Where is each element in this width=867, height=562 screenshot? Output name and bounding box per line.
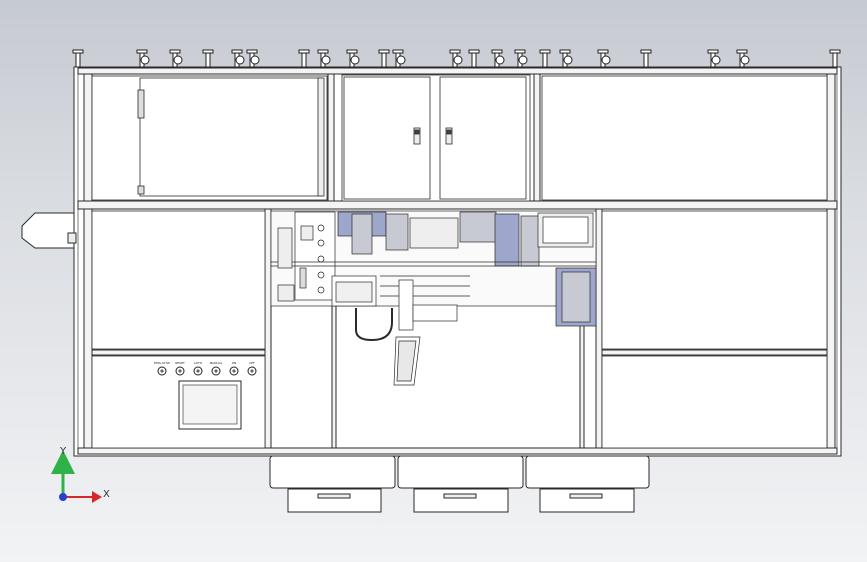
upper-left-cabinet — [91, 75, 328, 201]
y-axis-label: Y — [59, 446, 67, 457]
caster-wheel-icon — [246, 49, 260, 68]
door-handle-icon[interactable] — [413, 127, 421, 145]
panel-button-emg-stop[interactable]: EMG-STOP — [154, 361, 170, 376]
panel-button-off[interactable]: OFF — [247, 361, 257, 376]
leveling-foot-icon — [640, 49, 652, 68]
coordinate-triad: Y X — [51, 446, 110, 503]
leveling-foot-icon — [202, 49, 214, 68]
panel-button-auto[interactable]: AUTO — [193, 361, 203, 376]
control-panel: EMG-STOP RESET AUTO MANUAL ON OFF — [154, 361, 257, 430]
panel-button-label: RESET — [175, 361, 185, 365]
panel-button-reset[interactable]: RESET — [175, 361, 185, 376]
central-mechanism — [270, 210, 597, 386]
caster-wheel-icon — [514, 49, 528, 68]
bottom-bins — [269, 455, 650, 513]
leveling-foot-icon — [72, 49, 84, 68]
touch-screen-hmi-icon[interactable] — [178, 380, 242, 430]
panel-button-on[interactable]: ON — [229, 361, 239, 376]
leveling-foot-icon — [829, 49, 841, 68]
caster-wheel-icon — [597, 49, 611, 68]
panel-button-manual[interactable]: MANUAL — [210, 361, 223, 376]
caster-wheel-icon — [317, 49, 331, 68]
lower-panels — [91, 210, 828, 449]
caster-wheel-icon — [707, 49, 721, 68]
left-side-box — [21, 212, 77, 249]
leveling-foot-icon — [468, 49, 480, 68]
leveling-foot-icon — [539, 49, 551, 68]
panel-button-label: MANUAL — [210, 361, 223, 365]
panel-button-label: AUTO — [194, 361, 203, 365]
upper-right-panel — [541, 75, 828, 201]
caster-wheel-icon — [169, 49, 183, 68]
x-axis-label: X — [103, 489, 110, 500]
x-axis-arrow — [63, 491, 102, 503]
caster-wheel-icon — [491, 49, 505, 68]
caster-wheel-icon — [449, 49, 463, 68]
panel-button-row: EMG-STOP RESET AUTO MANUAL ON OFF — [154, 361, 257, 376]
caster-row — [72, 49, 841, 68]
panel-button-label: EMG-STOP — [154, 361, 170, 365]
upper-middle-cabinet — [341, 74, 531, 202]
door-hinge-icon — [137, 89, 145, 195]
door-handle-icon[interactable] — [445, 127, 453, 145]
panel-button-label: ON — [232, 361, 237, 365]
caster-wheel-icon — [559, 49, 573, 68]
caster-wheel-icon — [392, 49, 406, 68]
caster-wheel-icon — [231, 49, 245, 68]
caster-wheel-icon — [736, 49, 750, 68]
leveling-foot-icon — [378, 49, 390, 68]
origin-point — [59, 493, 67, 501]
caster-wheel-icon — [136, 49, 150, 68]
leveling-foot-icon — [298, 49, 310, 68]
panel-button-label: OFF — [249, 361, 255, 365]
caster-wheel-icon — [346, 49, 360, 68]
